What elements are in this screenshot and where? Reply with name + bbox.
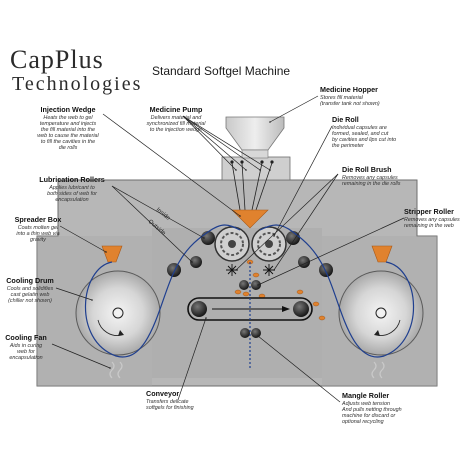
callout-spreader-box-desc-line: gravity	[30, 237, 46, 243]
cooling-drum-left	[75, 270, 161, 356]
callout-stripper-roller-desc-line: Removes any capsules	[404, 217, 460, 223]
callout-injection-wedge-desc-line: Heats the web to gel	[43, 115, 93, 121]
callout-conveyor-desc-line: Transfers delicate	[146, 399, 188, 405]
callout-mangle-roller-label: Mangle Roller	[342, 391, 389, 400]
callout-injection-wedge-desc-line: the fill material into the	[41, 127, 95, 133]
die-roll-brushes	[226, 264, 275, 276]
callout-lubrication-rollers-label: Lubrication Rollers	[39, 175, 105, 184]
callout-conveyor-desc-line: softgels for finishing	[146, 405, 194, 411]
callout-medicine-hopper-desc-line: Stores fill material	[320, 95, 364, 101]
callout-cooling-drum-desc-line: cast gelatin web	[11, 292, 50, 298]
callout-injection-wedge-desc-line: to fill the cavities in the	[41, 139, 95, 145]
callout-die-roll-desc-line: by cavities and lips cut into	[332, 137, 396, 143]
callout-die-roll-brush-label: Die Roll Brush	[342, 165, 392, 174]
callout-die-roll-desc-line: formed, sealed, and cut	[332, 131, 389, 137]
callout-cooling-fan-label: Cooling Fan	[5, 333, 47, 342]
callout-injection-wedge-desc-line: web to cause the material	[37, 133, 99, 139]
callout-injection-wedge-desc-line: temperature and injects	[40, 121, 97, 127]
cooling-drum-right	[338, 270, 424, 356]
spreader-box-left	[101, 245, 123, 263]
feed-lines	[231, 162, 273, 211]
callout-medicine-pump-desc-line: Delivers material and	[151, 115, 203, 121]
callout-stripper-roller-label: Stripper Roller	[404, 207, 454, 216]
callout-mangle-roller-desc-line: machine for discard or	[342, 413, 396, 419]
callout-cooling-drum-label: Cooling Drum	[6, 276, 54, 285]
callout-lubrication-rollers-desc-line: both sides of web for	[47, 191, 97, 197]
callout-mangle-roller-desc-line: Adjusts web tension	[341, 401, 390, 407]
callout-medicine-hopper-label: Medicine Hopper	[320, 85, 378, 94]
capsules	[234, 259, 326, 321]
stripper-roller	[239, 280, 261, 290]
callout-conveyor-label: Conveyor	[146, 389, 179, 398]
gel-web-path	[84, 224, 415, 370]
medicine-hopper	[225, 116, 285, 159]
callout-medicine-pump-desc-line: to the injection wedge	[150, 127, 202, 133]
callout-die-roll-brush-desc-line: Removes any capsules	[342, 175, 398, 181]
diagram-title: Standard Softgel Machine	[152, 64, 290, 78]
callout-medicine-pump-label: Medicine Pump	[150, 105, 203, 114]
callout-spreader-box-desc-line: Coats molten gel	[18, 225, 59, 231]
brand-line-2: Technologies	[12, 73, 142, 95]
callout-cooling-drum-desc-line: (chiller not shown)	[8, 298, 52, 304]
injection-wedge	[231, 209, 269, 229]
callout-die-roll-label: Die Roll	[332, 115, 359, 124]
callout-injection-wedge-desc-line: die rolls	[59, 145, 78, 151]
brand-line-1: CapPlus	[10, 45, 104, 74]
cooling-fan-left-icon	[109, 361, 123, 379]
callout-cooling-drum-desc-line: Cools and solidifies	[7, 286, 54, 292]
guide-rollers	[167, 263, 333, 277]
die-roll-left	[214, 226, 250, 262]
callout-injection-wedge-label: Injection Wedge	[41, 105, 96, 114]
callout-medicine-pump-desc-line: synchronized fill material	[146, 121, 206, 127]
callout-lubrication-rollers-desc-line: encapsulation	[55, 197, 88, 203]
callout-cooling-fan-desc-line: Aids in curing	[9, 343, 42, 349]
callout-mangle-roller-desc-line: And pulls netting through	[341, 407, 402, 413]
callout-stripper-roller-desc-line: remaining in the web	[404, 223, 454, 229]
die-roll-right	[251, 226, 287, 262]
callout-medicine-hopper-desc-line: (transfer tank not shown)	[320, 101, 380, 107]
callout-mangle-roller-desc-line: optional recycling	[342, 419, 384, 425]
callout-spreader-box-label: Spreader Box	[15, 215, 62, 224]
medicine-pump-box	[221, 156, 291, 181]
cooling-fan-right-icon	[371, 361, 385, 379]
callout-cooling-fan-desc-line: encapsulation	[9, 355, 42, 361]
callout-die-roll-brush-desc-line: remaining in the die rolls	[342, 181, 401, 187]
callout-lubrication-rollers-desc-line: Applies lubricant to	[48, 185, 95, 191]
callout-die-roll-desc-line: Individual capsules are	[332, 125, 387, 131]
callout-spreader-box-desc-line: into a thin web via	[16, 231, 59, 237]
callout-cooling-fan-desc-line: web for	[17, 349, 35, 355]
callout-die-roll-desc-line: the perimeter	[332, 143, 364, 149]
leader-lines	[51, 95, 405, 403]
